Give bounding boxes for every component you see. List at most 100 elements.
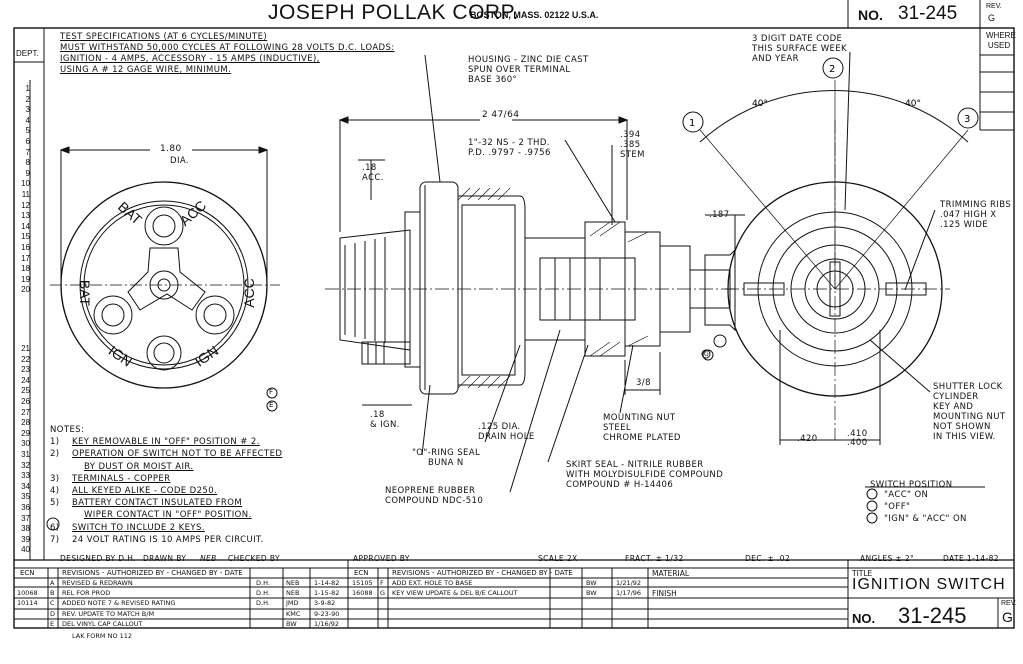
revision-desc: REV. UPDATE TO MATCH B/M [62,609,155,618]
neoprene-callout: NEOPRENE RUBBER COMPOUND NDC-510 [385,486,484,506]
note-number: 3) [50,473,60,484]
designed-by: DESIGNED BY D.H. [60,554,136,563]
row-number: 6 [25,137,30,146]
row-number: 4 [25,115,30,125]
approved-by: APPROVED BY [353,554,410,563]
revision-chg: JMD [286,599,299,608]
test-specifications: TEST SPECIFICATIONS (AT 6 CYCLES/MINUTE)… [60,32,395,76]
title-block-rev-value: G [1002,609,1013,625]
revision-chg: BW [586,579,597,587]
revision-desc: ADD EXT. HOLE TO BASE [392,579,473,587]
ign-terminal-dim: .18 & IGN. [370,410,400,430]
row-number: 17 [21,253,30,263]
revision-l: F [380,579,384,587]
row-number: 14 [21,221,30,231]
title-block-rev-label: REV. [1001,600,1017,607]
face-view-outline [50,146,280,412]
revision-date: 9-23-90 [314,609,340,618]
header-rev-label: REV. [986,3,1002,10]
mark-f: F [269,388,274,396]
revision-l: A [50,579,55,587]
revision-l: C [50,599,55,608]
test-spec-line: TEST SPECIFICATIONS (AT 6 CYCLES/MINUTE) [60,32,268,42]
row-number: 15 [21,232,30,242]
revision-l: D [50,609,56,618]
drain-hole-callout: .125 DIA. DRAIN HOLE [478,422,535,442]
overall-length-dim: 2 47/64 [482,110,520,120]
row-number: 34 [21,481,30,491]
header-rev-value: G [988,13,996,23]
row-number: 3 [25,105,30,115]
note-text: TERMINALS - COPPER [72,473,171,484]
row-number: 20 [21,285,30,295]
row-number: 10 [21,179,30,189]
note-number [50,461,72,473]
row-number: 19 [21,274,30,284]
row-number: 5 [25,126,30,136]
revision-desc: REL FOR PROD [62,589,111,598]
row-number: 29 [21,428,30,438]
row-number: 21 [21,344,30,353]
drawing-date: DATE 1-14-82 [943,554,999,563]
note-item: 5)BATTERY CONTACT INSULATED FROM [50,497,282,509]
note-item: 2)OPERATION OF SWITCH NOT TO BE AFFECTED [50,448,282,460]
acc-terminal-dim: .18 ACC. [362,163,384,183]
fraction-tolerance: FRACT. ± 1/32 [625,554,684,563]
row-number: 11 [21,190,30,199]
row-number: 12 [21,200,30,210]
revision-date: 3-9-82 [314,599,336,608]
dim-410-400: .410 .400 [847,429,868,448]
dim-187: .187 [709,210,730,220]
header-drawing-number: 31-245 [898,3,958,24]
revision-l: E [50,619,55,628]
position-3-marker: 3 [964,114,970,125]
note-item: 6)SWITCH TO INCLUDE 2 KEYS. [50,522,282,534]
circle-g-mark: G [704,351,710,358]
row-number: 7 [25,147,30,157]
row-number: 33 [21,471,30,481]
row-number: 32 [21,460,30,470]
revision-chg: BW [586,589,597,598]
stem-callout: .394 .385 STEM [620,130,645,160]
note-item: 4)ALL KEYED ALIKE - CODE D250. [50,485,282,497]
test-spec-line: MUST WITHSTAND 50,000 CYCLES AT FOLLOWIN… [60,43,395,53]
position-1-marker: 1 [689,118,695,129]
company-address: BOSTON, MASS. 02122 U.S.A. [470,10,599,20]
rev-header-desc: REVISIONS - AUTHORIZED BY - CHANGED BY -… [62,569,243,577]
checked-by: CHECKED BY [228,554,280,563]
revision-date: 1-14-82 [314,579,340,587]
switch-position-2: "OFF" [884,502,911,512]
note-text: BATTERY CONTACT INSULATED FROM [72,498,243,509]
note-number [50,509,72,521]
row-number: 28 [21,418,30,428]
row-number: 13 [21,211,30,221]
rev-header-ecn-right: ECN [354,569,369,577]
row-number: 26 [21,397,30,406]
housing-callout: HOUSING - ZINC DIE CAST SPUN OVER TERMIN… [468,55,589,85]
revision-desc: REVISED & REDRAWN [62,579,133,587]
thread-callout: 1"-32 NS - 2 THD. P.D. .9797 - .9756 [468,138,551,158]
row-number: 37 [21,513,30,523]
note-item: BY DUST OR MOIST AIR. [50,461,282,473]
rev-header-ecn: ECN [20,569,35,577]
revision-ecn: 15105 [352,579,373,587]
mark-e: E [269,401,274,409]
oring-callout: "O"-RING SEAL BUNA N [412,448,481,468]
note-number: 6) [50,522,60,533]
row-number: 24 [21,375,30,385]
row-number: 38 [21,524,30,534]
revision-date: 1/21/92 [616,579,642,587]
notes-title: NOTES: [50,425,85,435]
row-number: 2 [25,94,30,104]
notes-block: NOTES: 1)KEY REMOVABLE IN "OFF" POSITION… [50,424,282,546]
header-no-label: NO. [858,7,883,23]
section-view-outline [325,54,745,493]
title-label: TITLE [852,569,873,578]
where-used-label: WHERE USED [986,31,1016,50]
revision-auth: D.H. [256,599,270,608]
revision-chg: NEB [286,579,300,587]
row-number: 18 [21,264,30,274]
switch-position-title: SWITCH POSITION [870,480,953,490]
date-code-callout: 3 DIGIT DATE CODE THIS SURFACE WEEK AND … [752,34,848,64]
